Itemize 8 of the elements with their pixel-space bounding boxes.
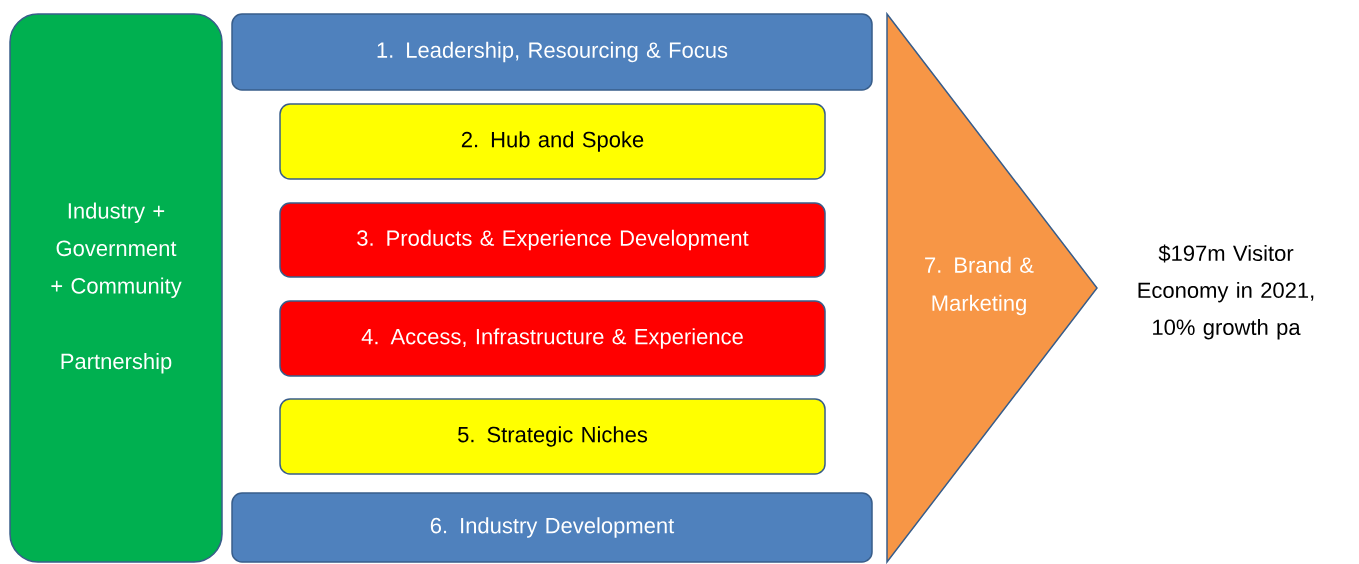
- step-box: 5. Strategic Niches: [279, 398, 826, 475]
- step-box: 1. Leadership, Resourcing & Focus: [231, 13, 873, 91]
- partnership-panel: Industry + Government + Community Partnership: [9, 13, 223, 563]
- step-box: 2. Hub and Spoke: [279, 103, 826, 180]
- step-box: 4. Access, Infrastructure & Experience: [279, 300, 826, 377]
- step-box: 3. Products & Experience Development: [279, 202, 826, 278]
- step-box: 6. Industry Development: [231, 492, 873, 563]
- outcome-text: $197m Visitor Economy in 2021, 10% growth pa: [1138, 244, 1314, 340]
